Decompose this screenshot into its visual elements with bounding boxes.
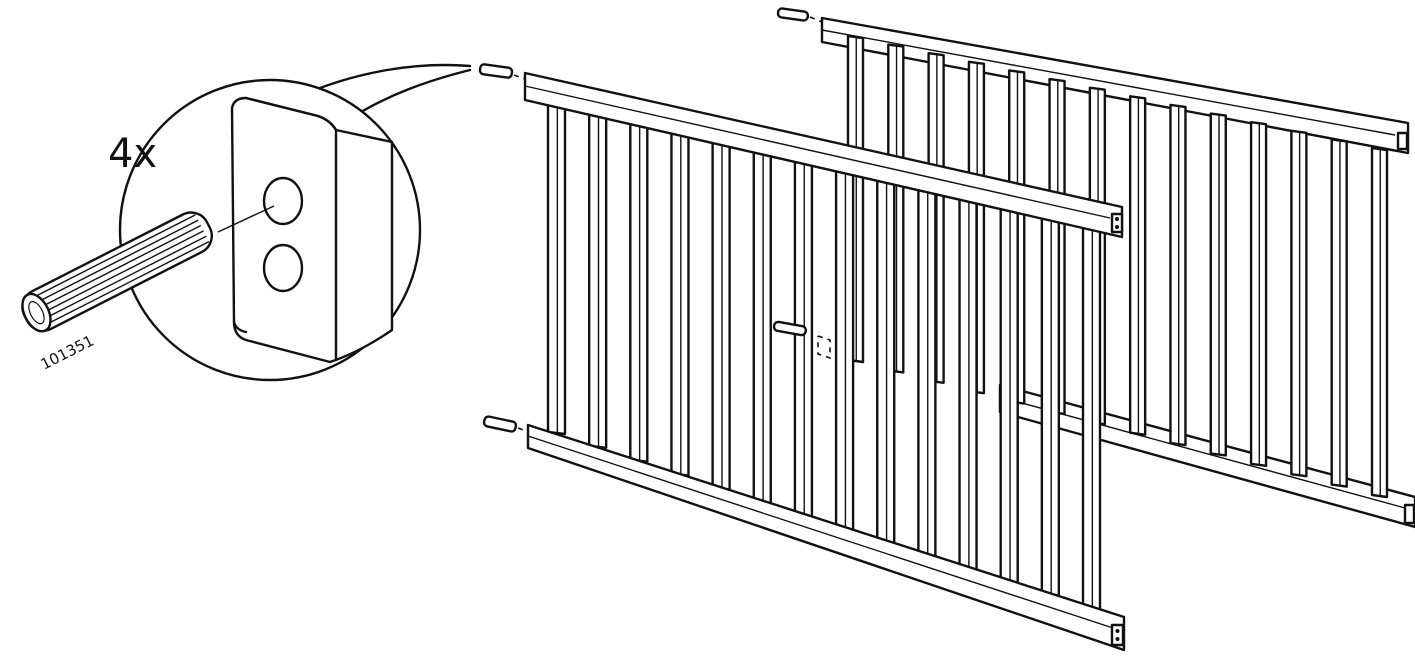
front-slat: [958, 192, 978, 574]
front-slat: [629, 112, 649, 463]
front-slat: [876, 172, 896, 546]
part-number-label: 101351: [38, 332, 97, 374]
front-slat: [752, 142, 772, 505]
front-top-rail-end-holes: [1110, 212, 1124, 234]
front-slat: [834, 162, 855, 533]
dowel-groove: [41, 224, 202, 307]
back-top-rail: [820, 16, 1410, 155]
dowel-groove: [39, 219, 199, 302]
back-top-dowel: [776, 7, 823, 23]
dowel-hole-lower: [262, 243, 304, 293]
front-bottom-rail: [526, 423, 1126, 652]
dowel-guide-line: [217, 205, 275, 233]
dowel-groove: [50, 240, 210, 324]
wooden-dowel-icon: [21, 211, 213, 333]
back-slat: [1169, 103, 1187, 447]
front-slat: [670, 122, 690, 477]
back-slat: [1330, 138, 1348, 488]
front-slat: [546, 92, 567, 436]
middle-dowel-hint: [772, 320, 831, 360]
front-bottom-dowel: [482, 415, 530, 433]
front-top-rail: [523, 71, 1124, 239]
front-slats: [546, 92, 1102, 616]
front-top-dowel: [478, 63, 526, 80]
front-slat: [999, 202, 1019, 588]
dowel-groove: [36, 214, 196, 297]
back-top-rail-end-holes: [1396, 131, 1409, 151]
front-slat: [1040, 212, 1061, 602]
back-slat: [1249, 120, 1268, 468]
back-slat: [1370, 146, 1389, 499]
front-slat: [917, 182, 937, 560]
dowel-groove: [47, 235, 207, 318]
front-slat: [711, 132, 731, 491]
front-slat: [587, 102, 608, 450]
detail-callout: 4x 101351: [21, 63, 472, 382]
front-slat: [1081, 222, 1102, 616]
back-bottom-rail-end-holes: [1403, 503, 1415, 525]
front-side-panel: [478, 63, 1126, 652]
rail-end-block-icon: [230, 96, 394, 364]
back-slat: [1290, 129, 1308, 478]
back-slat: [1128, 95, 1147, 436]
dowel-hole-upper: [262, 176, 304, 226]
front-bottom-rail-end-holes: [1110, 623, 1125, 647]
back-slat: [1209, 112, 1227, 457]
dowel-groove: [44, 230, 204, 313]
callout-leader-upper: [298, 63, 472, 98]
quantity-label: 4x: [108, 131, 157, 177]
